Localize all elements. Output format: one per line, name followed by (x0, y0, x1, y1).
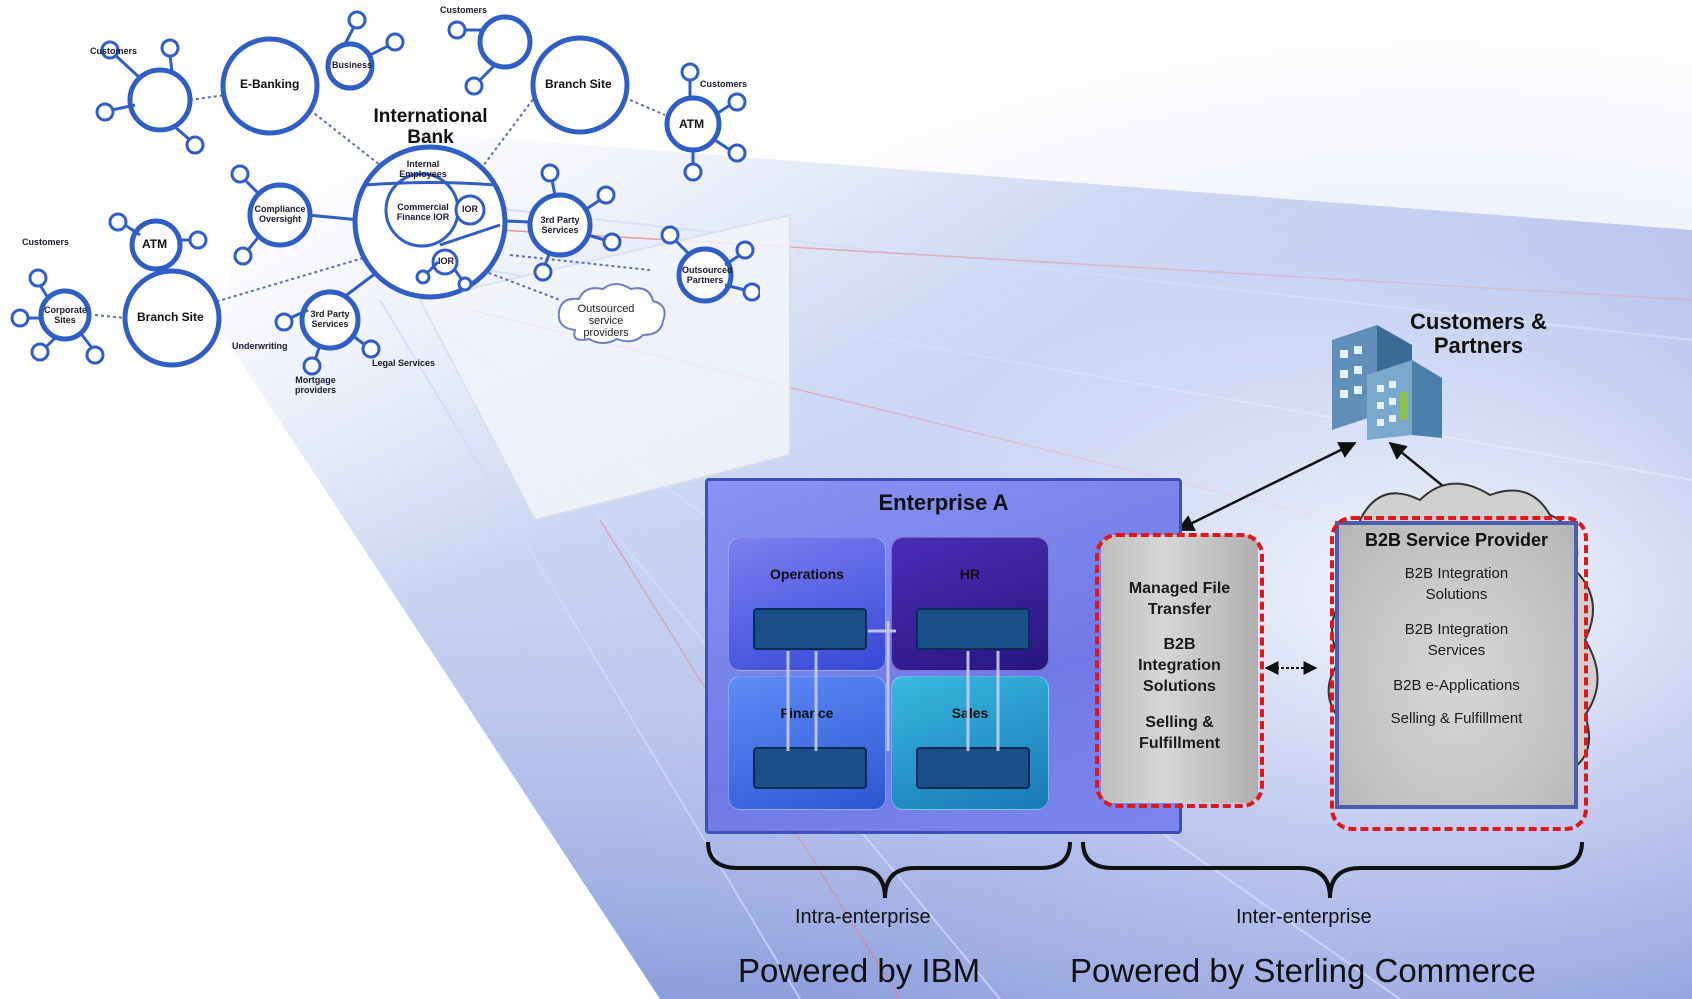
mft-item-5: Solutions (1143, 678, 1216, 695)
b2b-item-3: B2B Integration (1404, 621, 1509, 638)
mft-item-4: Integration (1138, 657, 1221, 674)
customers-partners-label: Customers & Partners (1410, 309, 1547, 359)
bank-label-small-ior: IOR (462, 204, 479, 214)
bank-label-e-banking: E-Banking (240, 77, 300, 91)
arrow-building-to-mft (1176, 441, 1357, 532)
cloud-outsourced (557, 283, 666, 344)
dept-sales: Sales (891, 676, 1049, 810)
b2b-item-6: Selling & Fulfillment (1390, 710, 1523, 727)
bank-network (10, 10, 760, 376)
bank-label-atm-right: ATM (679, 117, 705, 131)
mft-item-1: Managed File (1128, 580, 1231, 597)
bank-label-corporate-sites: Corporate Sites (44, 305, 88, 325)
building-icon (1332, 325, 1442, 440)
bank-label-outsourced-service: Outsourced service providers (577, 303, 635, 340)
brace-inter (1081, 841, 1584, 899)
b2b-provider-box (1335, 521, 1578, 809)
powered-by-sterling: Powered by Sterling Commerce (1070, 952, 1536, 989)
bank-label-legal-services: Legal Services (372, 358, 436, 368)
bank-label-third-party-bottom: 3rd Party Services (310, 309, 350, 329)
operations-console-icon (753, 608, 867, 650)
e-banking-node (220, 36, 320, 136)
bank-label-customers-right: Customers (700, 79, 748, 89)
brace-intra (706, 841, 1072, 899)
outsourced-partners-node (676, 246, 734, 304)
bank-label-outsourced-partners: Outsourced Partners (682, 265, 733, 285)
branch-site-left-node (122, 268, 222, 368)
dept-hr-label: HR (959, 566, 981, 582)
b2b-dashed-border (1330, 516, 1588, 831)
mft-dashed-border (1095, 533, 1264, 808)
bank-label-small-ior2: IOR (438, 256, 455, 266)
bank-label-third-party-top: 3rd Party Services (540, 215, 580, 235)
bank-label-branch-site-top: Branch Site (545, 77, 612, 91)
inner-bank-circles (364, 172, 501, 276)
dept-finance: Finance (728, 676, 886, 810)
b2b-item-4: Services (1427, 642, 1486, 659)
b2b-title: B2B Service Provider (1364, 530, 1549, 550)
corporate-sites-node (38, 288, 92, 342)
dept-operations: Operations (728, 537, 886, 671)
dept-connectors (786, 621, 1000, 751)
customers-hub-top (477, 14, 533, 70)
bank-label-mortgage: Mortgage providers (294, 375, 336, 395)
customers-partners-line1: Customers & (1410, 309, 1547, 334)
bank-label-underwriting: Underwriting (232, 341, 288, 351)
atm-left-node (129, 218, 183, 272)
b2b-item-2: Solutions (1425, 586, 1488, 603)
dept-hr: HR (891, 537, 1049, 671)
third-party-bottom-node (299, 289, 361, 351)
b2b-item-5: B2B e-Applications (1393, 677, 1520, 694)
finance-console-icon (753, 747, 867, 789)
bank-label-atm-left: ATM (142, 237, 168, 251)
bank-label-customers-top-left: Customers (90, 46, 138, 56)
bank-label-internal-employees: Internal Employees (399, 159, 447, 179)
bank-title: International Bank (373, 106, 488, 148)
bank-label-customers-left: Customers (22, 237, 70, 247)
dept-operations-label: Operations (770, 566, 844, 582)
powered-by-ibm: Powered by IBM (738, 952, 981, 989)
business-node (325, 41, 375, 91)
mft-item-6: Selling & (1145, 714, 1214, 731)
dept-finance-label: Finance (780, 705, 834, 721)
sales-console-icon (916, 747, 1030, 789)
mft-box (1101, 535, 1258, 803)
customers-hub-top-left (127, 67, 193, 133)
mft-item-7: Fulfillment (1139, 735, 1220, 752)
compliance-node (247, 182, 313, 248)
customers-partners-line2: Partners (1433, 333, 1524, 359)
intra-enterprise-label: Intra-enterprise (795, 906, 931, 928)
spoke-satellites (10, 10, 760, 376)
bank-label-branch-site-left: Branch Site (137, 310, 204, 324)
b2b-item-1: B2B Integration (1404, 565, 1509, 582)
bank-label-commercial-finance: Commercial Finance IOR (396, 202, 450, 222)
branch-site-top-node (530, 35, 630, 135)
dept-sales-label: Sales (951, 705, 989, 721)
bank-label-customers-top: Customers (440, 5, 488, 15)
hr-console-icon (916, 608, 1030, 650)
enterprise-a-title: Enterprise A (878, 490, 1009, 515)
inter-enterprise-label: Inter-enterprise (1236, 906, 1372, 928)
bank-label-compliance: Compliance Oversight (254, 204, 306, 224)
mft-item-3: B2B (1163, 636, 1196, 653)
mft-item-2: Transfer (1147, 601, 1212, 618)
bank-label-business: Business (332, 60, 373, 70)
third-party-top-node (527, 192, 593, 258)
